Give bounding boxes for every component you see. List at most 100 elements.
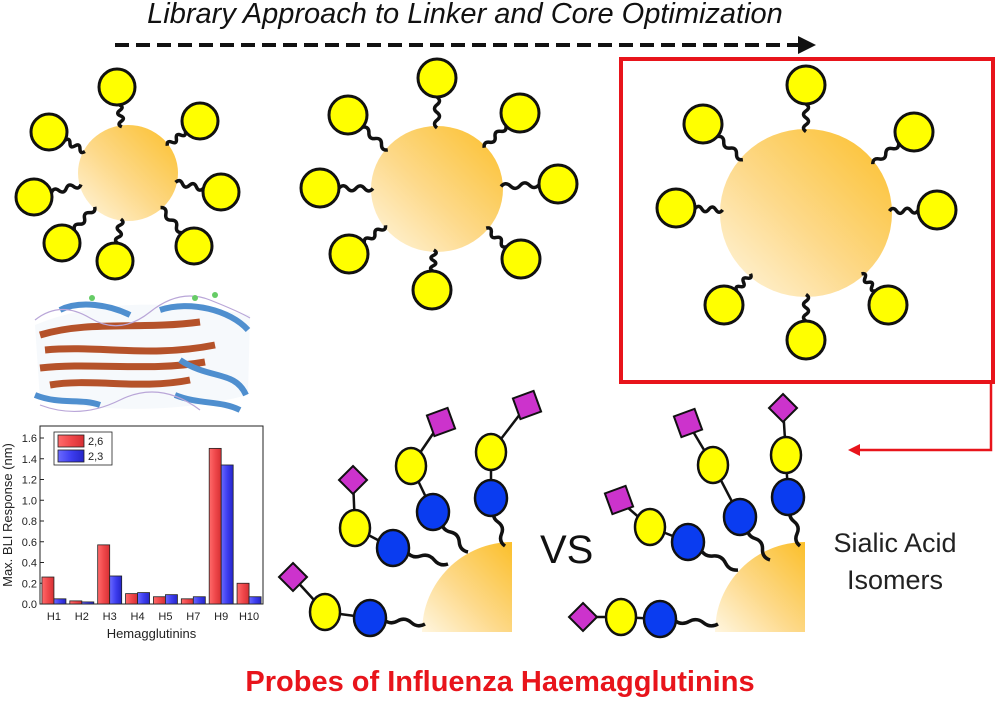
ligand <box>328 233 370 275</box>
linker <box>362 125 389 152</box>
y-tick-label: 1.0 <box>22 495 37 507</box>
bar-2-6-H1 <box>41 576 55 605</box>
linker <box>432 95 442 130</box>
bar-2-3-H7 <box>192 596 206 605</box>
glucose <box>415 492 451 532</box>
sialic-acid-isomers-label: Sialic Acid Isomers <box>820 525 970 599</box>
linker <box>861 271 876 293</box>
glycan-chain-2-6-a <box>277 561 426 638</box>
y-tick-label: 1.4 <box>22 454 37 466</box>
galactose <box>633 507 667 547</box>
galactose <box>696 445 730 485</box>
galactose <box>769 435 803 475</box>
sialic-acid-diamond <box>511 389 543 421</box>
linker <box>174 178 205 192</box>
glucose <box>352 598 388 638</box>
header-title: Library Approach to Linker and Core Opti… <box>147 0 783 30</box>
y-tick-label: 1.6 <box>22 433 37 445</box>
sialic-acid-diamond <box>567 601 599 633</box>
ligand <box>42 223 82 263</box>
galactose <box>394 446 428 486</box>
x-tick-label: H9 <box>214 611 228 623</box>
bar-2-6-H9 <box>208 447 222 605</box>
glycan-chain-2-3-b <box>603 484 739 572</box>
ligand <box>327 94 369 136</box>
y-tick-label: 0.0 <box>22 599 37 611</box>
y-tick-label: 0.2 <box>22 578 37 590</box>
glucose <box>642 599 678 639</box>
glucose <box>473 478 509 518</box>
ligand <box>201 172 241 212</box>
linker <box>887 206 920 216</box>
x-tick-label: H10 <box>239 611 259 623</box>
glycan-chain-2-3-d <box>767 392 806 548</box>
glycan-chain-2-6-d <box>473 389 543 548</box>
legend-swatch <box>57 449 85 463</box>
galactose <box>474 432 508 472</box>
ligand <box>14 177 54 217</box>
nanoparticle-3 <box>655 64 958 361</box>
bar-2-6-H10 <box>236 582 250 605</box>
linker <box>337 183 375 193</box>
galactose <box>604 597 638 637</box>
nanoparticle-1 <box>14 67 241 281</box>
bar-2-6-H3 <box>97 544 111 605</box>
bar-2-6-H5 <box>153 596 166 605</box>
glycan-chain-2-3-a <box>567 597 719 639</box>
gold-core <box>371 126 503 252</box>
linker <box>482 125 508 148</box>
x-axis-label: Hemagglutinins <box>107 626 197 641</box>
linker <box>160 205 183 235</box>
ligand <box>893 111 935 153</box>
ligand <box>916 189 958 231</box>
x-tick-label: H1 <box>47 611 61 623</box>
bar-2-3-H2 <box>81 601 95 605</box>
ligand <box>537 163 579 205</box>
linker <box>428 248 438 273</box>
linker <box>64 137 86 155</box>
galactose <box>338 508 372 548</box>
ligand <box>97 67 137 107</box>
x-tick-label: H5 <box>158 611 172 623</box>
red-connector-arrow <box>848 382 993 456</box>
nanoparticle-2 <box>299 57 579 311</box>
glycan-chain-2-6-b <box>337 464 449 568</box>
bar-2-6-H4 <box>125 593 138 605</box>
x-tick-label: H2 <box>75 611 89 623</box>
ligand <box>411 269 453 311</box>
linker <box>693 204 725 214</box>
x-tick-label: H3 <box>103 611 117 623</box>
glycan-chain-2-6-c <box>394 406 469 554</box>
linker <box>717 134 744 162</box>
sialic-acid-diamond <box>425 406 457 438</box>
glucose <box>670 522 706 562</box>
ligand <box>867 284 909 326</box>
chart-legend: 2,62,3 <box>53 431 113 466</box>
linker <box>870 143 901 165</box>
ligand <box>95 241 135 281</box>
gold-core <box>78 125 178 221</box>
isomers-label-line2: Isomers <box>846 565 944 595</box>
ligand <box>180 101 220 141</box>
linker <box>485 226 507 249</box>
x-tick-label: H4 <box>131 611 145 623</box>
glucose <box>722 497 758 537</box>
ligand <box>299 167 341 209</box>
bar-2-3-H5 <box>165 594 178 605</box>
bar-2-3-H3 <box>109 575 123 605</box>
linker <box>801 293 811 323</box>
legend-swatch <box>57 434 85 448</box>
linker <box>499 181 541 191</box>
bar-2-6-H2 <box>69 600 83 605</box>
sialic-acid-diamond <box>337 464 369 496</box>
hemagglutinin-structure-image <box>33 292 251 413</box>
bar-2-6-H7 <box>180 598 194 605</box>
ligand <box>785 64 827 106</box>
x-tick-label: H7 <box>186 611 200 623</box>
linker <box>49 183 83 194</box>
ligand <box>416 57 458 99</box>
y-tick-label: 1.2 <box>22 475 37 487</box>
linker <box>801 102 811 133</box>
glycan-chain-2-3-c <box>672 407 771 562</box>
